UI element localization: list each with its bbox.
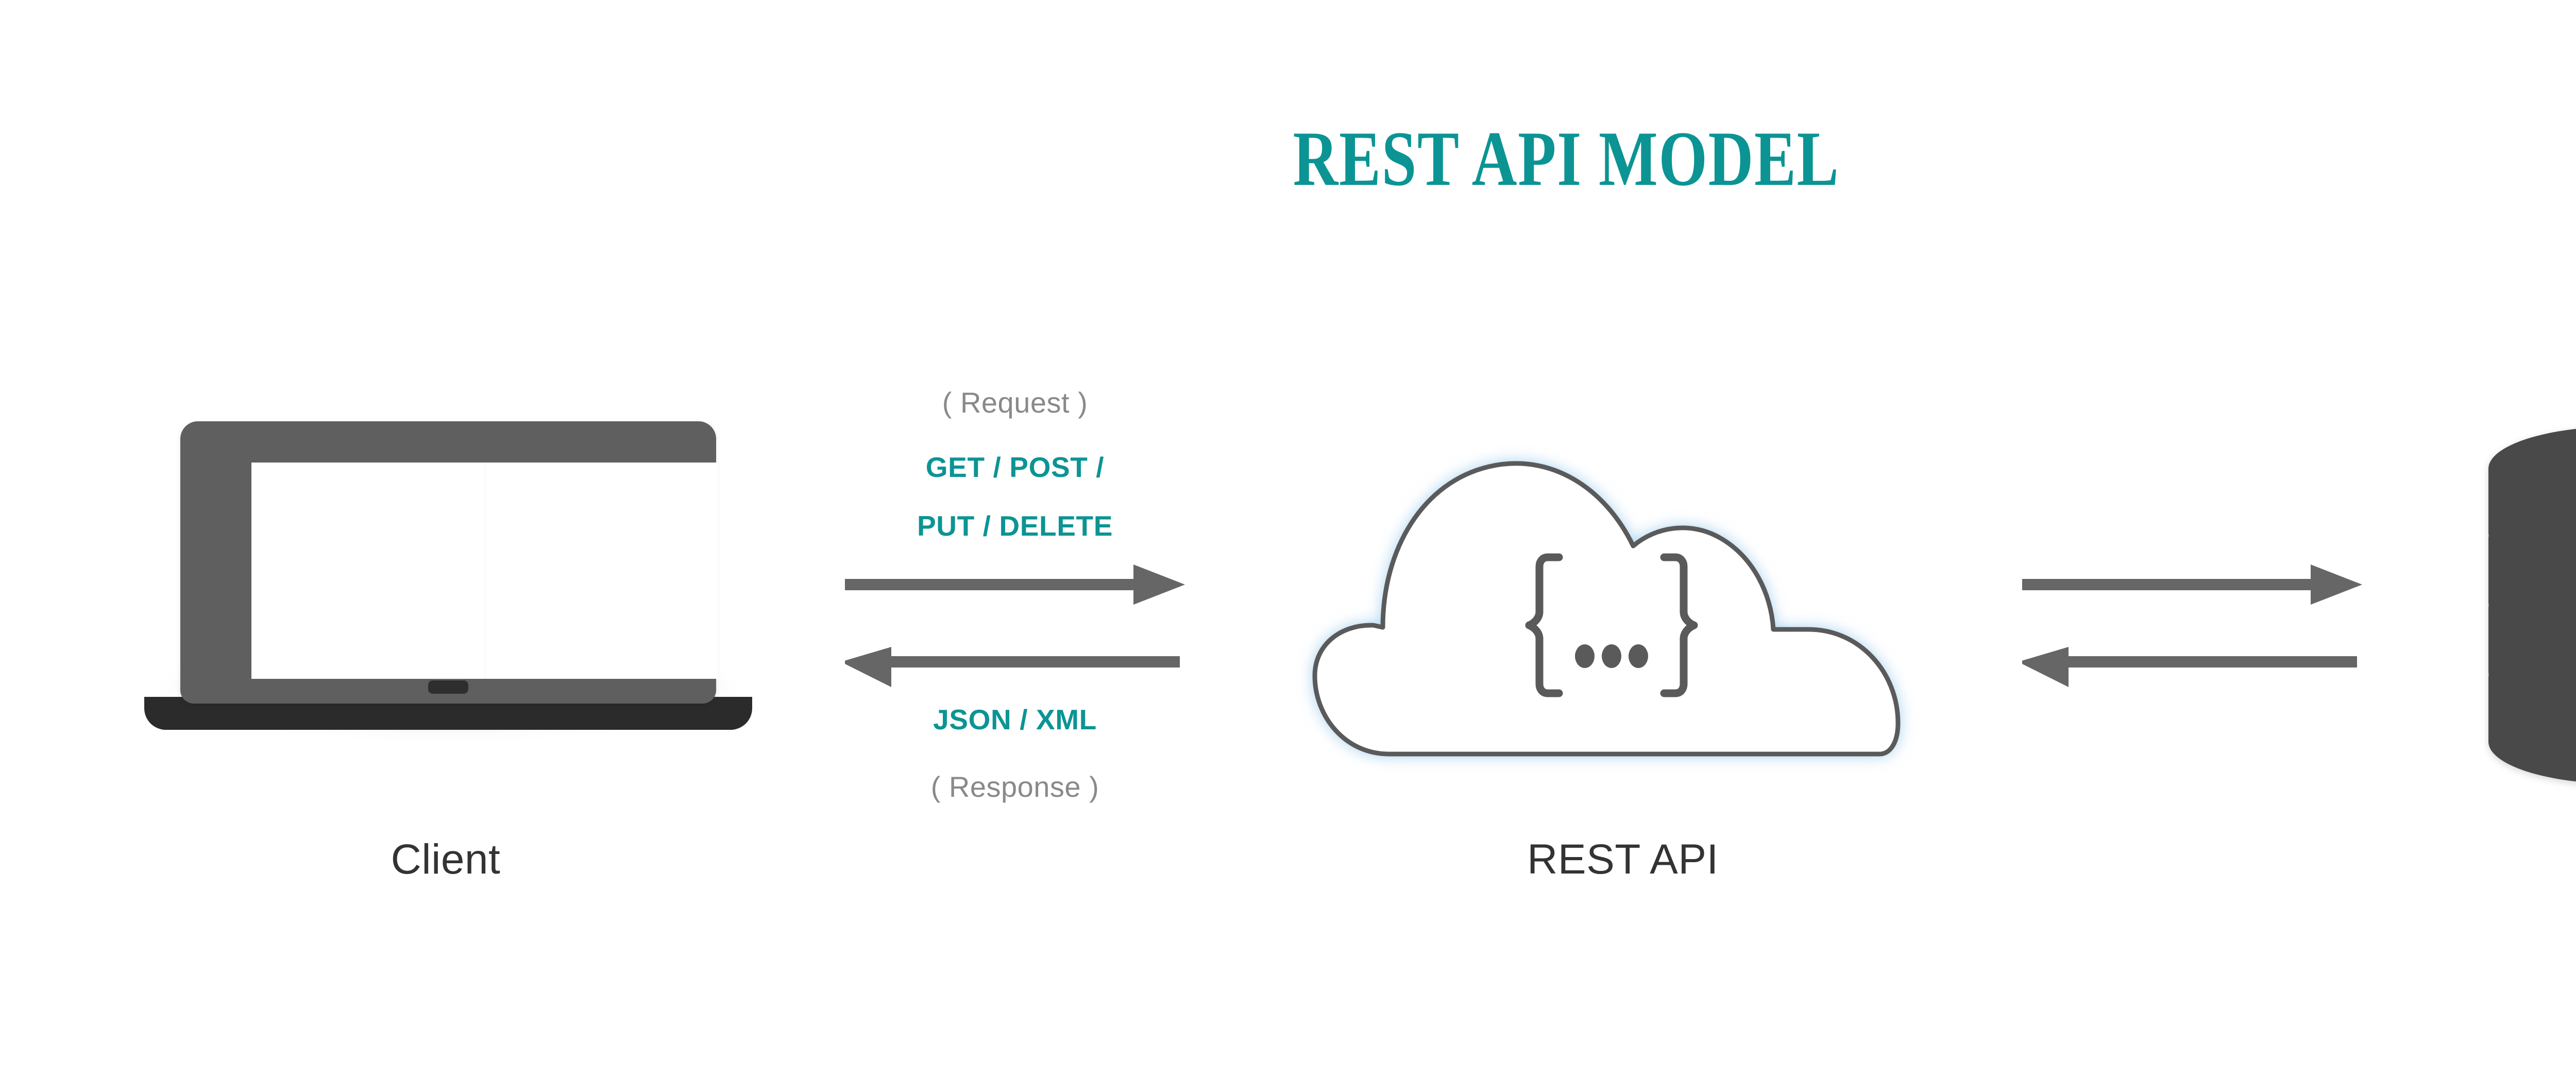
database-cylinder-icon bbox=[2488, 429, 2576, 782]
ellipsis-dots-icon bbox=[1575, 644, 1648, 668]
arrow-right-icon bbox=[2022, 564, 2362, 605]
database-node bbox=[2463, 391, 2576, 803]
cloud-icon bbox=[1312, 461, 1901, 757]
client-api-arrow-pair bbox=[845, 564, 1185, 687]
client-api-flow-labels: ( Request ) GET / POST / PUT / DELETE JS… bbox=[829, 381, 1200, 834]
left-brace-icon bbox=[1525, 553, 1563, 697]
rest-api-node bbox=[1273, 381, 1963, 773]
client-node bbox=[144, 412, 752, 773]
rest-api-caption: REST API bbox=[1527, 836, 1719, 883]
cloud-outline-shape bbox=[1312, 461, 1901, 757]
laptop-screen bbox=[251, 463, 718, 679]
braces-glyph bbox=[1525, 553, 1698, 697]
http-methods-line-1: GET / POST / bbox=[925, 451, 1105, 483]
arrow-right-icon bbox=[845, 564, 1185, 605]
request-label: ( Request ) bbox=[942, 386, 1088, 419]
api-database-arrow-pair bbox=[2022, 564, 2362, 687]
arrow-left-icon bbox=[2022, 647, 2357, 687]
right-brace-icon bbox=[1660, 553, 1698, 697]
response-label: ( Response ) bbox=[930, 771, 1099, 803]
client-caption: Client bbox=[391, 836, 501, 883]
database-caption: Database bbox=[2416, 834, 2576, 877]
db-top-cap bbox=[2488, 429, 2576, 509]
response-format-label: JSON / XML bbox=[933, 704, 1097, 735]
arrow-left-icon bbox=[845, 647, 1180, 687]
laptop-icon bbox=[180, 421, 718, 704]
laptop-trackpad-notch bbox=[428, 680, 468, 694]
page-title: REST API MODEL bbox=[1293, 115, 1840, 202]
http-methods-line-2: PUT / DELETE bbox=[917, 510, 1113, 542]
